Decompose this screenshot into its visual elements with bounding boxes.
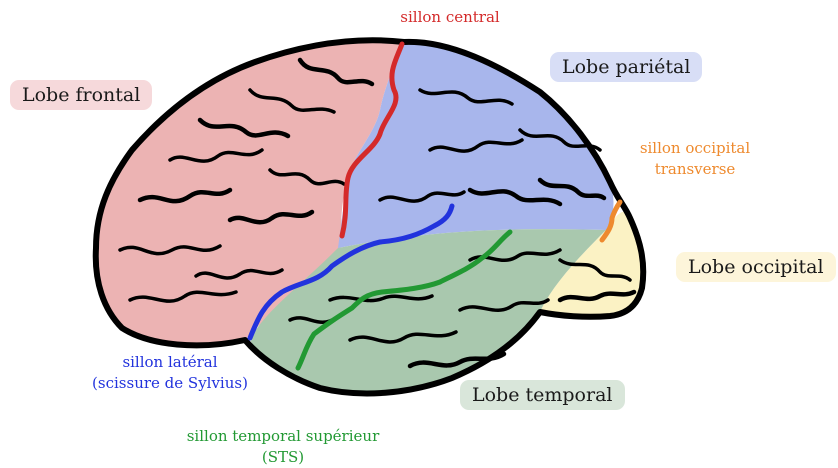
label-sts-line2: (STS) (158, 447, 408, 468)
label-sts-line1: sillon temporal supérieur (158, 426, 408, 447)
label-sillon-central: sillon central (380, 7, 520, 28)
label-sillon-occipital-line2: transverse (625, 159, 765, 180)
label-lobe-frontal: Lobe frontal (10, 80, 152, 110)
label-sts: sillon temporal supérieur (STS) (158, 426, 408, 468)
label-lobe-parietal: Lobe pariétal (550, 52, 702, 82)
label-sillon-lateral: sillon latéral (scissure de Sylvius) (70, 352, 270, 394)
label-sillon-lateral-line1: sillon latéral (70, 352, 270, 373)
label-lobe-temporal: Lobe temporal (460, 380, 625, 410)
label-lobe-occipital: Lobe occipital (676, 252, 836, 282)
label-sillon-central-line1: sillon central (380, 7, 520, 28)
label-sillon-occipital-line1: sillon occipital (625, 138, 765, 159)
label-sillon-occipital: sillon occipital transverse (625, 138, 765, 180)
label-sillon-lateral-line2: (scissure de Sylvius) (70, 373, 270, 394)
